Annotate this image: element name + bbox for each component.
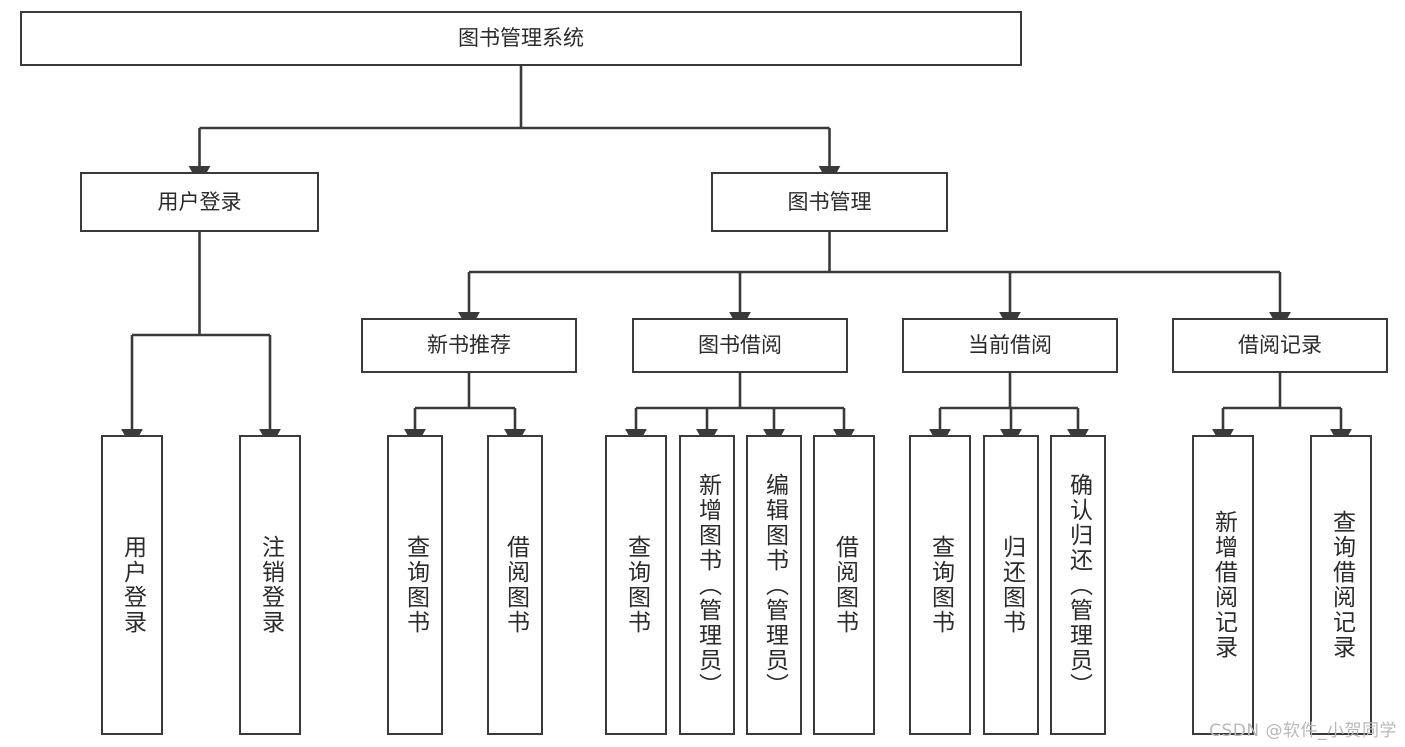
node-leaf-borrow-book[interactable]: 借阅图书 [813,435,875,735]
node-root[interactable]: 图书管理系统 [20,11,1022,66]
node-user-login[interactable]: 用户登录 [80,172,319,232]
node-label: 借阅图书 [502,535,529,635]
node-leaf-confirm-return-admin[interactable]: 确认归还（管理员） [1050,435,1106,735]
node-leaf-query-book-borrow[interactable]: 查询图书 [605,435,667,735]
node-label: 查询图书 [623,535,650,635]
watermark-label: CSDN @软件_小贺同学 [1209,721,1397,741]
node-label: 新增图书（管理员） [694,472,721,698]
node-leaf-return-book[interactable]: 归还图书 [983,435,1039,735]
node-label: 查询图书 [402,535,429,635]
node-label: 图书管理系统 [458,26,584,51]
node-leaf-query-book-current[interactable]: 查询图书 [909,435,971,735]
node-leaf-query-book-recommend[interactable]: 查询图书 [387,435,443,735]
node-label: 图书管理 [787,189,872,214]
node-label: 注销登录 [257,535,284,635]
node-label: 图书借阅 [698,333,782,358]
node-label: 当前借阅 [968,333,1052,358]
node-leaf-add-book-admin[interactable]: 新增图书（管理员） [679,435,735,735]
node-label: 确认归还（管理员） [1065,472,1092,698]
node-leaf-user-login[interactable]: 用户登录 [101,435,163,735]
node-label: 用户登录 [119,535,146,635]
node-label: 新增借阅记录 [1210,510,1237,660]
node-label: 编辑图书（管理员） [761,472,788,698]
node-label: 用户登录 [157,189,242,214]
node-book-management[interactable]: 图书管理 [711,172,948,232]
node-leaf-user-logout[interactable]: 注销登录 [239,435,301,735]
node-new-book-recommend[interactable]: 新书推荐 [361,318,577,373]
node-label: 归还图书 [998,535,1025,635]
node-label: 查询借阅记录 [1328,510,1355,660]
node-label: 新书推荐 [427,333,511,358]
node-current-borrow[interactable]: 当前借阅 [902,318,1118,373]
node-leaf-edit-book-admin[interactable]: 编辑图书（管理员） [746,435,802,735]
node-leaf-query-borrow-record[interactable]: 查询借阅记录 [1310,435,1372,735]
node-leaf-borrow-book-recommend[interactable]: 借阅图书 [487,435,543,735]
node-borrow-records[interactable]: 借阅记录 [1172,318,1388,373]
node-label: 查询图书 [927,535,954,635]
node-book-borrow[interactable]: 图书借阅 [632,318,848,373]
node-label: 借阅记录 [1238,333,1322,358]
node-label: 借阅图书 [831,535,858,635]
node-leaf-add-borrow-record[interactable]: 新增借阅记录 [1192,435,1254,735]
